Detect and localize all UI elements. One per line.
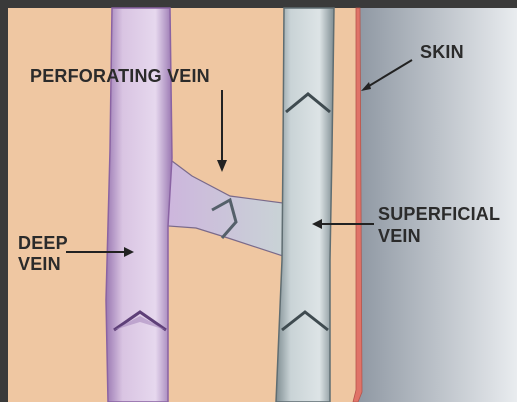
deep-vein-label-line1: DEEP [18,233,68,253]
superficial-vein-label-line2: VEIN [378,226,421,246]
skin-label: SKIN [420,42,464,62]
superficial-vein-label-line1: SUPERFICIAL [378,204,500,224]
perforating-vein-label: PERFORATING VEIN [30,66,210,86]
superficial-vein [276,8,334,402]
deep-vein-label-line2: VEIN [18,254,61,274]
